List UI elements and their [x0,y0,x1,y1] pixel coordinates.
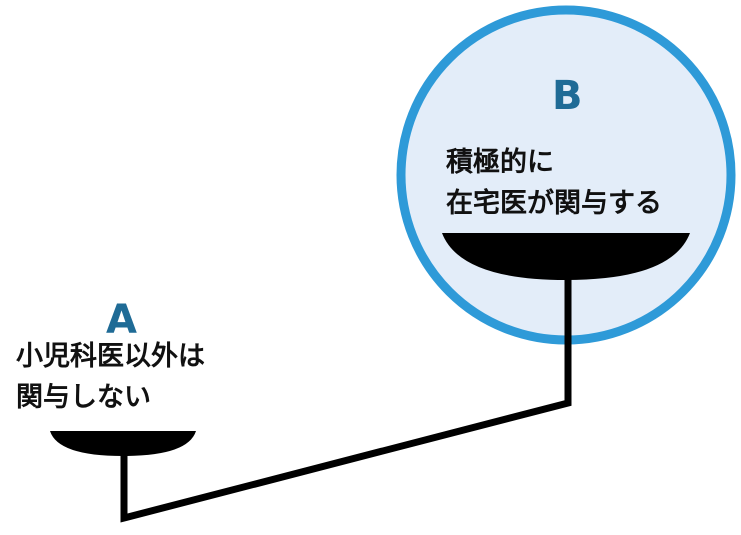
option-b-letter: B [552,73,583,119]
option-a-caption-line2: 関与しない [16,382,151,413]
option-a-letter: A [106,297,137,343]
option-b-pan [442,233,690,280]
option-b-caption-line1: 積極的に [446,147,554,178]
option-a-pan [50,431,196,456]
option-b-caption-line2: 在宅医が関与する [446,188,662,219]
option-a-caption-line1: 小児科医以外は [16,341,205,372]
balance-beam [120,276,572,523]
